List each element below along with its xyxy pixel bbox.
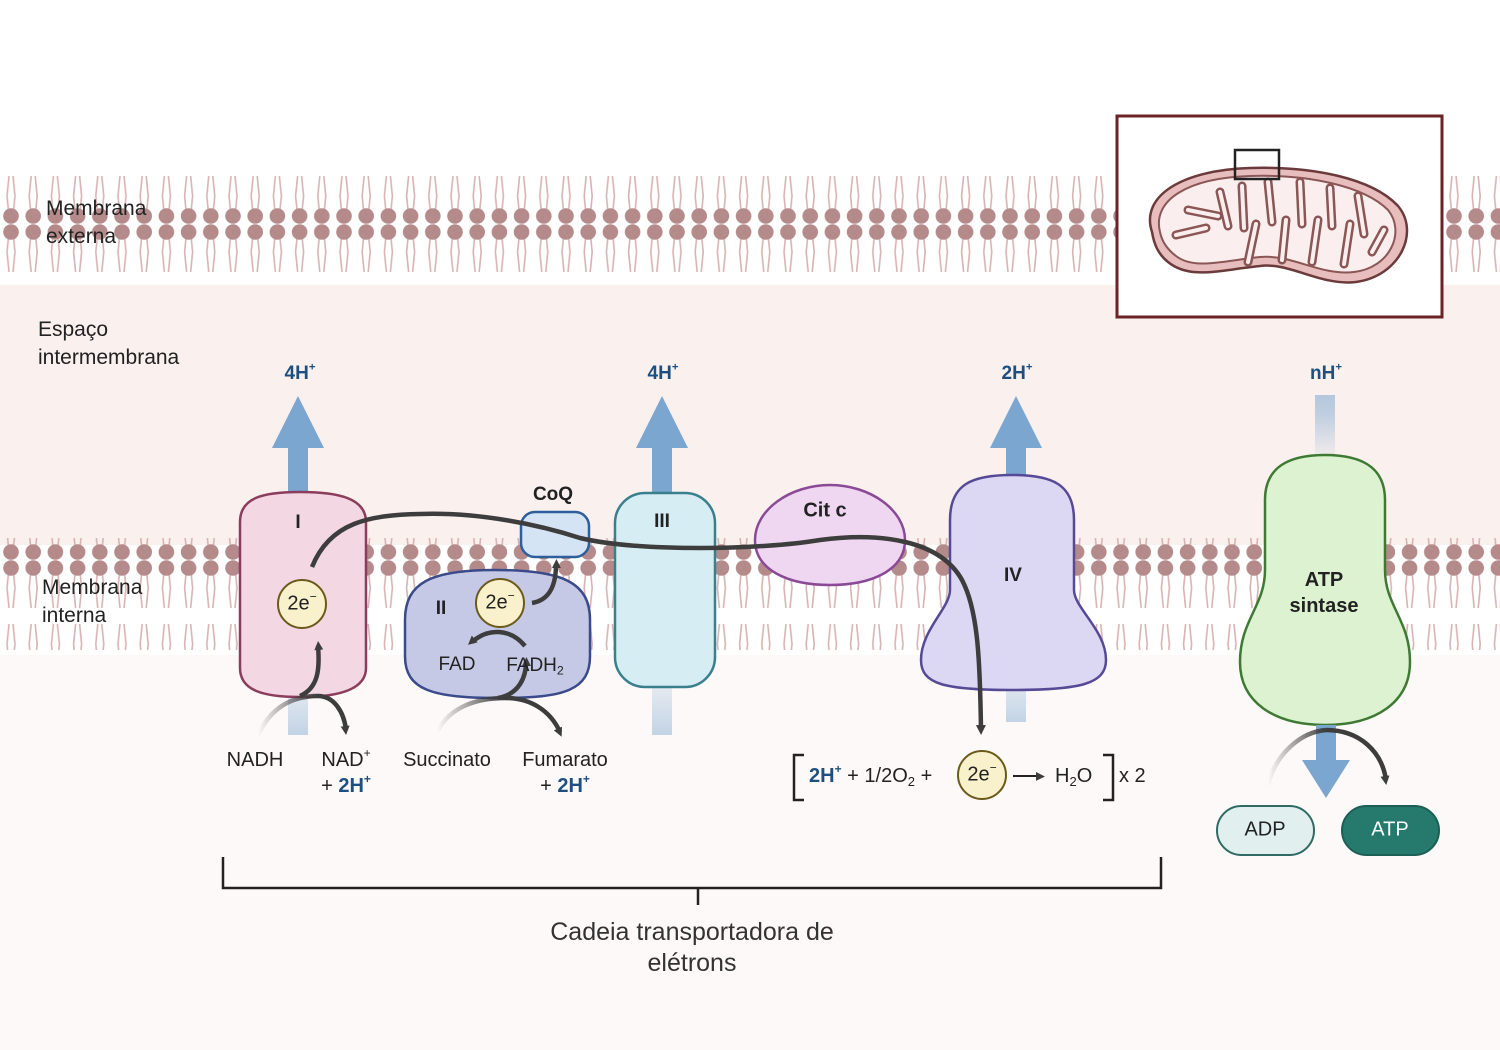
complex-3-label: III	[654, 511, 670, 532]
nad-product-arrow	[317, 693, 350, 735]
chain-bracket	[221, 857, 1163, 905]
atp-synthase-channel	[1315, 395, 1335, 463]
complex-1-proton-arrow	[272, 396, 324, 500]
nad-label: NAD++ 2H+	[321, 746, 371, 797]
coq-label: CoQ	[532, 484, 574, 505]
atp-pill	[1341, 805, 1440, 856]
complex-2-to-coq-arrow	[531, 559, 561, 606]
nadh-label: NADH	[226, 749, 284, 771]
atp-synthase-protons-label: nH+	[1310, 361, 1342, 384]
complex-2-label: II	[435, 598, 447, 619]
fad-label: FAD	[438, 654, 476, 675]
fumarate-label: Fumarato+ 2H+	[522, 749, 608, 797]
mitochondrion-inset	[1115, 114, 1444, 319]
complex-4-label: IV	[1004, 565, 1022, 586]
equation-multiplier: x 2	[1119, 765, 1146, 787]
electron-circle-1	[277, 579, 327, 629]
fadh2-label: FADH2	[506, 655, 564, 678]
complex-4-proton-arrow	[990, 396, 1042, 480]
complex-4	[919, 473, 1108, 692]
nadh-electron-arrow	[298, 641, 324, 699]
atp-label: ATP	[1371, 818, 1409, 841]
adp-pill	[1216, 805, 1315, 856]
coq	[519, 510, 591, 559]
equation-bracket-left	[792, 753, 804, 802]
adp-label: ADP	[1244, 818, 1286, 841]
succinate-arrow-tail	[434, 695, 506, 734]
atp-synthase-proton-arrow	[1302, 725, 1350, 798]
atp-synthase	[1238, 453, 1412, 727]
fumarate-product-arrow	[504, 695, 563, 737]
fadh2-arrow	[497, 657, 531, 701]
electron-circle-3	[957, 750, 1007, 800]
equation-bracket-right	[1103, 753, 1115, 802]
electron-circle-2	[475, 578, 525, 628]
complex-4-protons-label: 2H+	[1001, 361, 1033, 384]
electron-label-2: 2e−	[485, 588, 515, 614]
water-equation-reactants: 2H+ + 1/2O2 +	[809, 762, 933, 789]
succinate-label: Succinato	[403, 749, 491, 771]
adp-arrow-tail	[1265, 727, 1327, 786]
cytochrome-c-label: Cit c	[803, 499, 847, 522]
complex-3-proton-arrow	[636, 396, 688, 500]
electron-label-1: 2e−	[287, 589, 317, 615]
complex-3	[613, 491, 717, 689]
complex-1-label: I	[295, 512, 301, 533]
water-product-label: H2O	[1055, 765, 1093, 789]
complex-1-protons-label: 4H+	[284, 361, 316, 384]
electron-path	[309, 511, 986, 735]
nadh-arrow-tail	[255, 693, 319, 736]
atp-product-arrow	[1325, 727, 1390, 785]
electron-label-3: 2e−	[967, 760, 997, 786]
fadh2-to-fad-arrow	[467, 629, 527, 648]
complex-3-protons-label: 4H+	[647, 361, 679, 384]
